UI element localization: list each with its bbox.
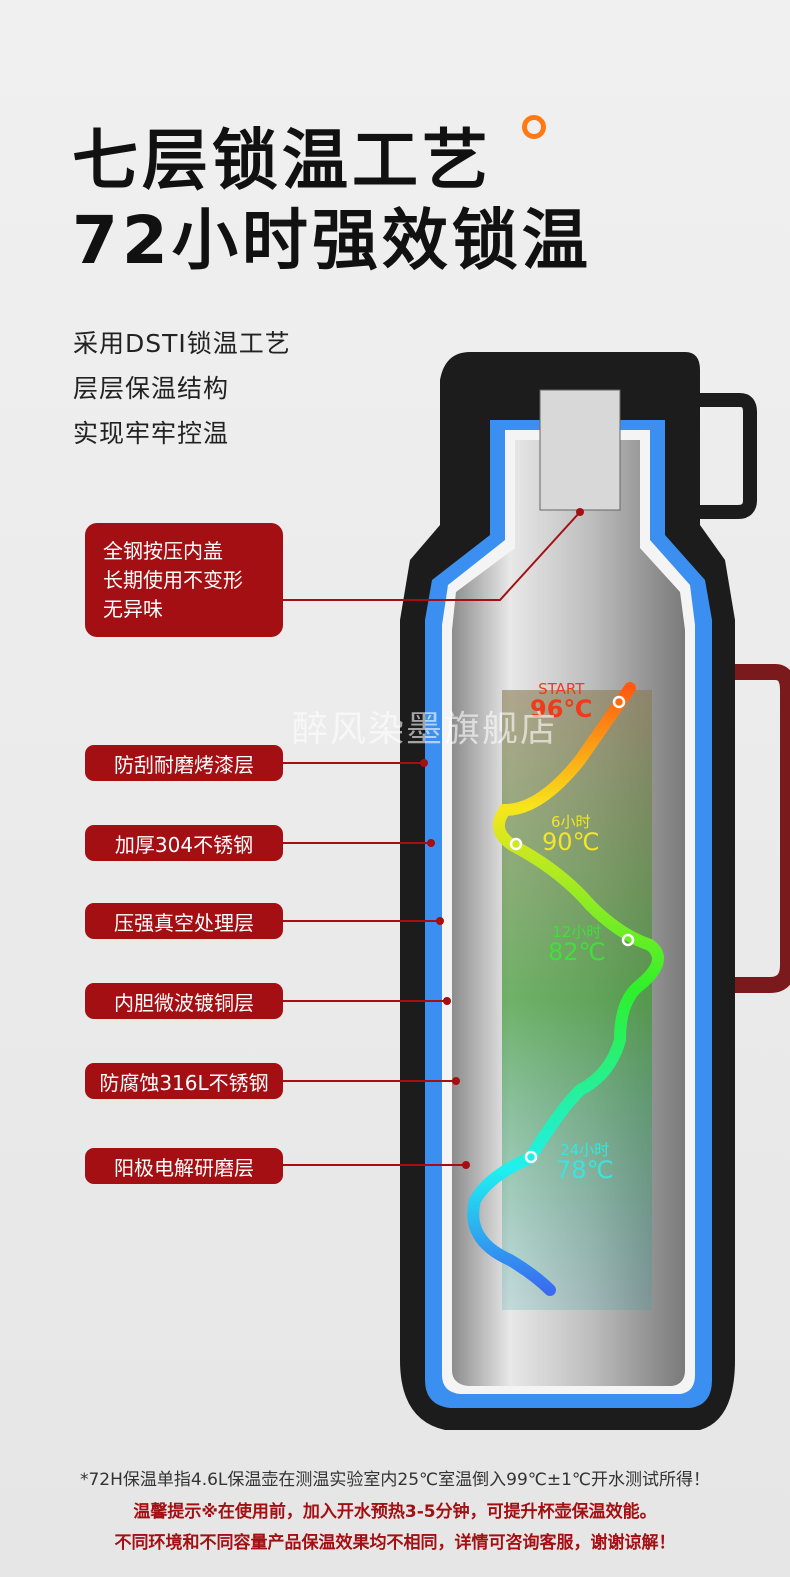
curve-point	[524, 1150, 538, 1164]
layer-label: 压强真空处理层	[85, 903, 283, 939]
leader-dot	[452, 1077, 460, 1085]
temp-time: 12小时	[552, 923, 602, 941]
layer-label: 防腐蚀316L不锈钢	[85, 1063, 283, 1099]
leader-line	[283, 920, 439, 922]
lid-callout-line: 长期使用不变形	[103, 567, 243, 592]
leader-line	[283, 1000, 446, 1002]
usage-tip: 温馨提示※在使用前，加入开水预热3-5分钟，可提升杯壶保温效能。	[133, 1502, 657, 1522]
test-footnote: *72H保温单指4.6L保温壶在测温实验室内25℃室温倒入99℃±1℃开水测试所…	[79, 1470, 711, 1490]
leader-dot	[462, 1161, 470, 1169]
lid-callout-line: 无异味	[103, 596, 163, 621]
temp-point-24h: 24小时 78℃	[556, 1141, 614, 1184]
temp-time: 24小时	[560, 1141, 610, 1159]
leader-dot	[436, 917, 444, 925]
accent-ring-icon	[522, 115, 546, 139]
temp-value: 90℃	[542, 828, 600, 856]
temp-value: 82℃	[548, 938, 606, 966]
temp-value: 96℃	[530, 695, 593, 723]
leader-line	[283, 1080, 455, 1082]
layer-label: 加厚304不锈钢	[85, 825, 283, 861]
leader-dot	[443, 997, 451, 1005]
handle	[700, 393, 757, 519]
curve-point	[612, 695, 626, 709]
leader-line	[283, 1164, 465, 1166]
leader-dot	[427, 839, 435, 847]
temp-time: START	[538, 680, 585, 698]
side-handle	[735, 664, 790, 993]
lid-core	[539, 389, 621, 511]
intro-line: 实现牢牢控温	[73, 419, 230, 448]
layer-label: 防刮耐磨烤漆层	[85, 745, 283, 781]
leader-line	[283, 762, 423, 764]
temp-time: 6小时	[550, 813, 591, 831]
temp-point-start: START 96℃	[530, 680, 593, 723]
headline-line2: 72小时强效锁温	[72, 202, 592, 279]
disclaimer: 不同环境和不同容量产品保温效果均不相同，详情可咨询客服，谢谢谅解！	[114, 1533, 676, 1553]
layer-label: 阳极电解研磨层	[85, 1148, 283, 1184]
intro-line: 采用DSTI锁温工艺	[73, 329, 291, 358]
leader-line	[283, 842, 429, 844]
temp-point-12h: 12小时 82℃	[548, 923, 606, 966]
curve-point	[621, 933, 635, 947]
leader-dot	[420, 759, 428, 767]
temp-point-6h: 6小时 90℃	[542, 813, 600, 856]
temperature-curve	[467, 682, 664, 1296]
layer-label: 内胆微波镀铜层	[85, 983, 283, 1019]
curve-point	[509, 837, 523, 851]
watermark: 醉风染墨旗舰店	[292, 709, 559, 750]
headline-line1: 七层锁温工艺	[72, 122, 492, 199]
intro-line: 层层保温结构	[73, 374, 230, 403]
temp-value: 78℃	[556, 1156, 614, 1184]
lid-callout: 全钢按压内盖 长期使用不变形 无异味	[85, 523, 283, 637]
lid-callout-line: 全钢按压内盖	[103, 538, 223, 563]
